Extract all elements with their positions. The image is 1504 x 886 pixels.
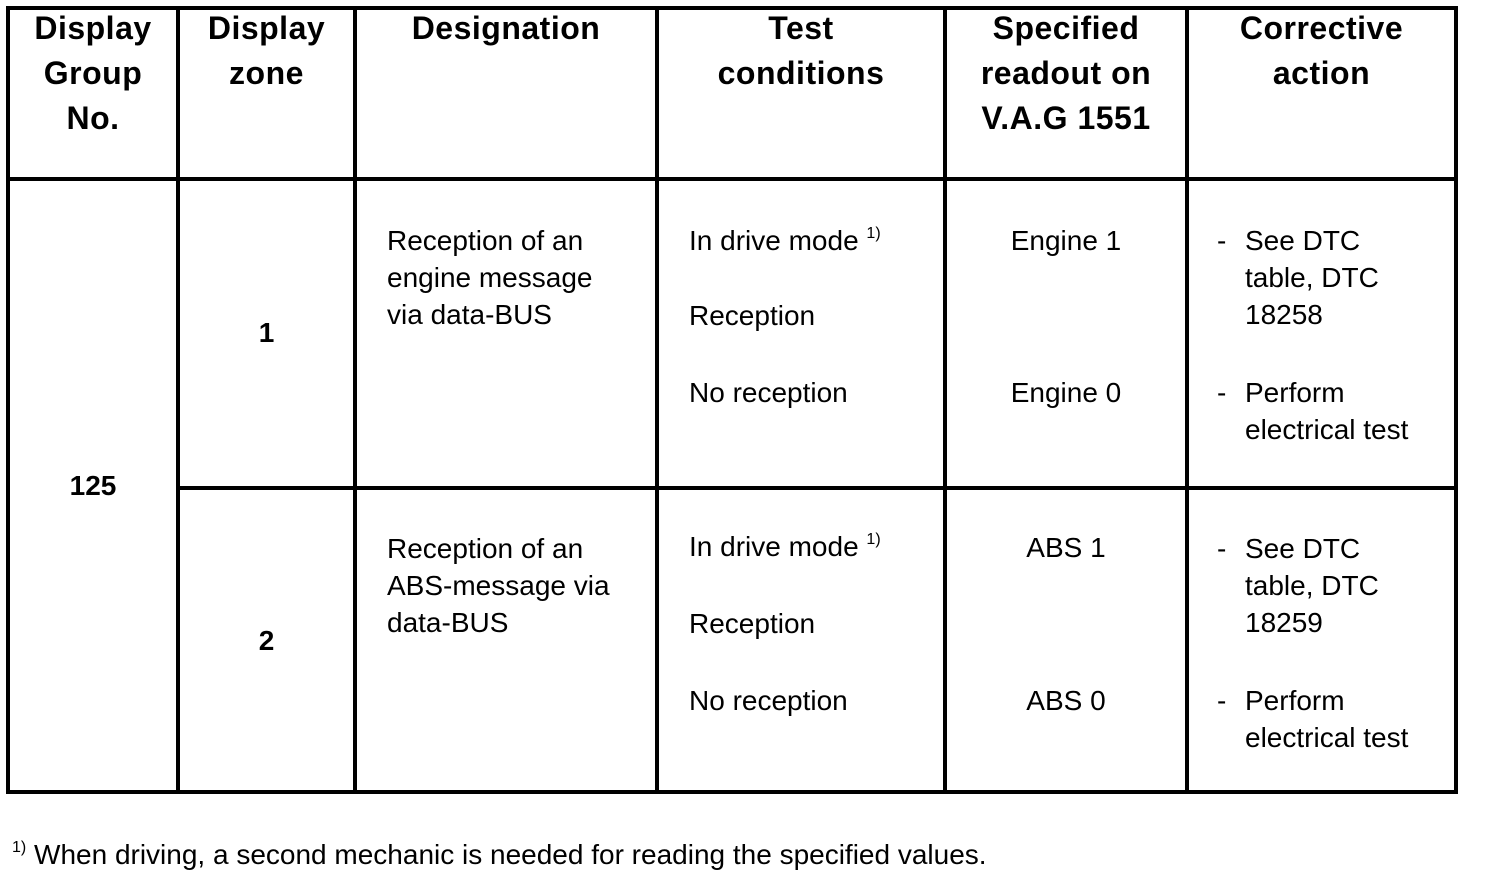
readout-reception-row-2: ABS 1	[1026, 532, 1106, 563]
header-designation: Designation	[411, 10, 601, 46]
condition-drive-mode-row-2: In drive mode 1)	[689, 531, 881, 562]
display-group-number: 125	[69, 470, 117, 501]
header-display-group-no: Display Group No.	[34, 10, 152, 136]
display-zone-2: 2	[258, 625, 275, 656]
header-display-zone: Display zone	[207, 10, 326, 91]
column-divider	[353, 6, 357, 794]
condition-drive-mode-row-1: In drive mode 1)	[689, 225, 881, 256]
footnote-reference: 1)	[866, 225, 881, 242]
condition-reception-row-1: Reception	[689, 300, 816, 331]
header-specified-readout: Specified readout on V.A.G 1551	[980, 10, 1152, 136]
diagnostic-table	[6, 6, 1458, 794]
readout-no-reception-row-2: ABS 0	[1026, 685, 1106, 716]
header-test-conditions: Test conditions	[717, 10, 885, 91]
condition-no-reception-row-2: No reception	[689, 685, 848, 716]
designation-row-2: Reception of an ABS-message via data-BUS	[387, 533, 610, 638]
column-divider	[176, 6, 180, 794]
readout-reception-row-1: Engine 1	[1010, 225, 1122, 256]
footnote-mark: 1)	[12, 839, 27, 856]
column-divider	[943, 6, 947, 794]
row-divider	[177, 486, 1458, 490]
column-divider	[655, 6, 659, 794]
column-divider	[1185, 6, 1189, 794]
readout-no-reception-row-1: Engine 0	[1010, 377, 1122, 408]
header-divider	[6, 177, 1458, 181]
header-corrective-action: Corrective action	[1239, 10, 1404, 91]
footnote-reference: 1)	[866, 531, 881, 548]
footnote-text: When driving, a second mechanic is neede…	[34, 839, 987, 870]
condition-reception-row-2: Reception	[689, 608, 816, 639]
footnote: 1) When driving, a second mechanic is ne…	[12, 836, 987, 878]
condition-no-reception-row-1: No reception	[689, 377, 848, 408]
designation-row-1: Reception of an engine message via data-…	[387, 225, 593, 330]
display-zone-1: 1	[258, 317, 275, 348]
